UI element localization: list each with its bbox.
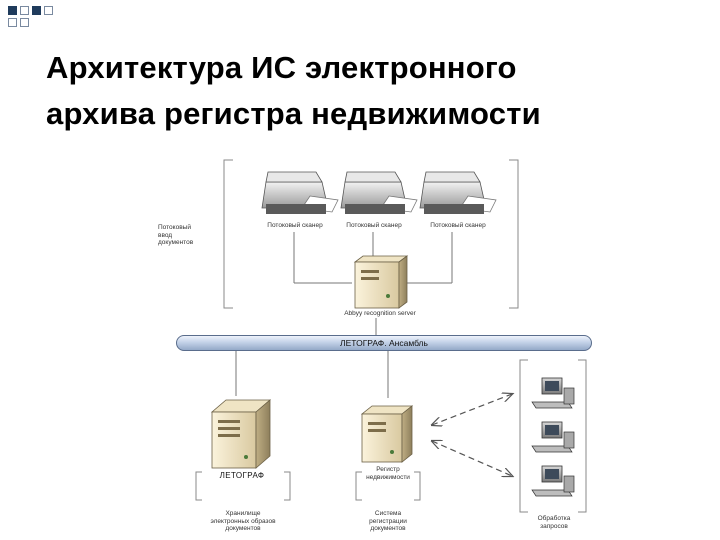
clients-caption: Обработка запросов (522, 515, 586, 530)
ensemble-bus: ЛЕТОГРАФ. Ансамбль (176, 335, 592, 351)
scanner-label: Потоковый сканер (418, 222, 498, 230)
gateway-label: Abbyy recognition server (330, 310, 430, 318)
dashed-arrow (432, 441, 512, 476)
bus-label: ЛЕТОГРАФ. Ансамбль (177, 338, 591, 348)
scanner-label: Потоковый сканер (339, 222, 409, 230)
registry-caption: Система регистрации документов (350, 510, 426, 533)
workstation-icon (532, 422, 574, 452)
gateway-server-icon (355, 256, 407, 308)
storage-server-icon (212, 400, 270, 468)
workstation-icon (532, 466, 574, 496)
scanner-icon (341, 172, 417, 214)
scanner-label: Потоковый сканер (260, 222, 330, 230)
registry-server-icon (362, 406, 412, 462)
scanner-icon (262, 172, 338, 214)
input-group-label: Потоковый ввод документов (158, 224, 218, 247)
scanner-icon (420, 172, 496, 214)
workstation-icon (532, 378, 574, 408)
dashed-arrow (432, 394, 512, 425)
registry-server-label: Регистр недвижимости (352, 466, 424, 481)
storage-caption: Хранилище электронных образов документов (190, 510, 296, 533)
storage-brand-label: ЛЕТОГРАФ (206, 471, 278, 480)
bus-connection-lines (236, 351, 388, 398)
